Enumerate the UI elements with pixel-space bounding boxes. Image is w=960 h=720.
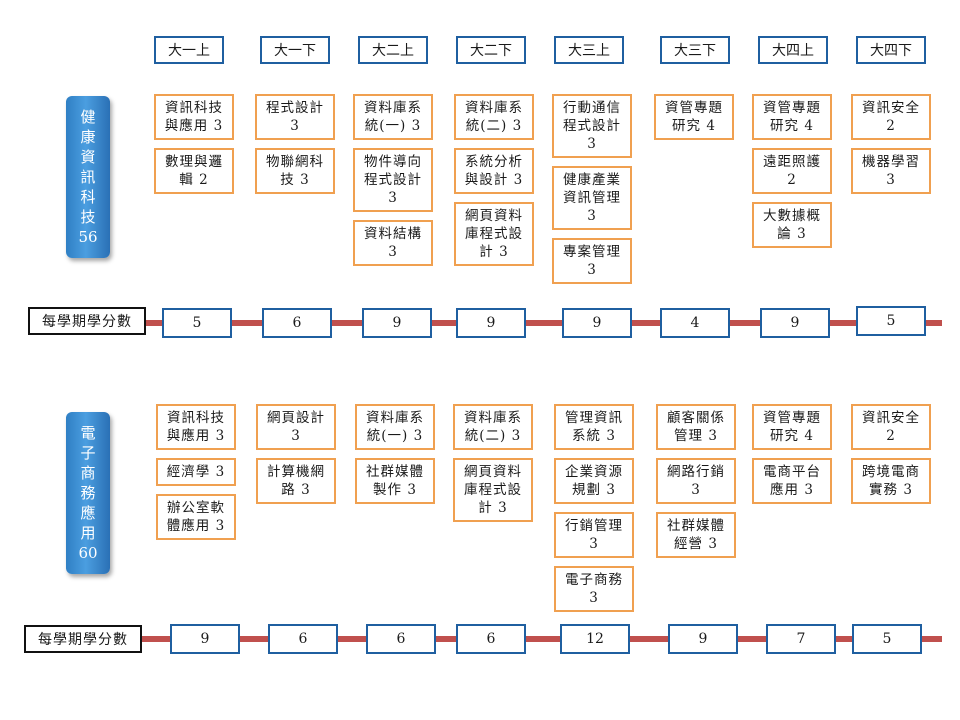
course-column-p1-s6: 資管專題研究 4 [654,94,734,148]
credit-box: 6 [268,624,338,654]
course-box: 電商平台應用 3 [752,458,832,504]
course-column-p2-s8: 資訊安全 2 跨境電商實務 3 [851,404,931,512]
course-box: 系統分析與設計 3 [454,148,534,194]
semester-header-8: 大四下 [856,36,926,64]
course-box: 資料庫系統(一) 3 [355,404,435,450]
course-box: 企業資源規劃 3 [554,458,634,504]
credit-box: 9 [668,624,738,654]
program-name-char: 科 [80,188,96,206]
timeline-rail-2 [110,636,942,642]
credit-box: 5 [162,308,232,338]
program-name-char: 訊 [80,168,96,186]
course-box: 資料結構 3 [353,220,433,266]
course-box: 遠距照護 2 [752,148,832,194]
program-badge-ecommerce: 電 子 商 務 應 用 60 [66,412,110,574]
course-column-p2-s2: 網頁設計 3 計算機網路 3 [256,404,336,512]
program-name-char: 用 [80,524,96,542]
program-name-char: 子 [80,444,96,462]
course-box: 管理資訊系統 3 [554,404,634,450]
course-column-p1-s3: 資料庫系統(一) 3 物件導向程式設計 3 資料結構 3 [353,94,433,274]
timeline-rail-1 [110,320,942,326]
program-name-char: 康 [80,128,96,146]
course-box: 社群媒體製作 3 [355,458,435,504]
course-box: 程式設計 3 [255,94,335,140]
course-box: 資訊安全 2 [851,94,931,140]
semester-header-7: 大四上 [758,36,828,64]
course-column-p1-s5: 行動通信程式設計 3 健康產業資訊管理 3 專案管理 3 [552,94,632,292]
course-box: 資訊科技與應用 3 [154,94,234,140]
course-box: 行銷管理 3 [554,512,634,558]
course-box: 機器學習 3 [851,148,931,194]
course-box: 社群媒體經營 3 [656,512,736,558]
credit-box: 12 [560,624,630,654]
credit-box: 9 [362,308,432,338]
credit-box: 6 [366,624,436,654]
course-box: 網路行銷 3 [656,458,736,504]
course-box: 顧客關係管理 3 [656,404,736,450]
course-column-p2-s5: 管理資訊系統 3 企業資源規劃 3 行銷管理 3 電子商務 3 [554,404,634,620]
course-column-p2-s7: 資管專題研究 4 電商平台應用 3 [752,404,832,512]
course-box: 計算機網路 3 [256,458,336,504]
semester-header-2: 大一下 [260,36,330,64]
program-total-credits: 60 [78,544,98,562]
credit-box: 6 [262,308,332,338]
program-name-char: 技 [80,208,96,226]
course-column-p1-s1: 資訊科技與應用 3 數理與邏輯 2 [154,94,234,202]
course-box: 物聯網科技 3 [255,148,335,194]
course-column-p1-s7: 資管專題研究 4 遠距照護 2 大數據概論 3 [752,94,832,256]
course-box: 經濟學 3 [156,458,236,486]
semester-header-1: 大一上 [154,36,224,64]
course-box: 行動通信程式設計 3 [552,94,632,158]
credit-box: 9 [456,308,526,338]
course-box: 數理與邏輯 2 [154,148,234,194]
course-box: 資訊科技與應用 3 [156,404,236,450]
program-name-char: 商 [80,464,96,482]
course-box: 網頁設計 3 [256,404,336,450]
credit-box: 9 [562,308,632,338]
course-column-p1-s4: 資料庫系統(二) 3 系統分析與設計 3 網頁資料庫程式設計 3 [454,94,534,274]
course-box: 專案管理 3 [552,238,632,284]
course-box: 健康產業資訊管理 3 [552,166,632,230]
course-column-p1-s8: 資訊安全 2 機器學習 3 [851,94,931,202]
program-name-char: 務 [80,484,96,502]
semester-header-3: 大二上 [358,36,428,64]
course-column-p2-s1: 資訊科技與應用 3 經濟學 3 辦公室軟體應用 3 [156,404,236,548]
credits-label-2: 每學期學分數 [24,625,142,653]
course-box: 資訊安全 2 [851,404,931,450]
semester-header-6: 大三下 [660,36,730,64]
credit-box: 9 [760,308,830,338]
course-box: 物件導向程式設計 3 [353,148,433,212]
credit-box: 4 [660,308,730,338]
credit-box: 9 [170,624,240,654]
credit-box: 5 [852,624,922,654]
course-box: 資管專題研究 4 [752,404,832,450]
program-name-char: 資 [80,148,96,166]
course-box: 跨境電商實務 3 [851,458,931,504]
semester-header-5: 大三上 [554,36,624,64]
course-box: 資管專題研究 4 [752,94,832,140]
program-badge-health-it: 健 康 資 訊 科 技 56 [66,96,110,258]
course-box: 資管專題研究 4 [654,94,734,140]
credits-label-1: 每學期學分數 [28,307,146,335]
course-column-p2-s4: 資料庫系統(二) 3 網頁資料庫程式設計 3 [453,404,533,530]
credit-box: 6 [456,624,526,654]
program-name-char: 應 [80,504,96,522]
course-box: 大數據概論 3 [752,202,832,248]
course-column-p2-s3: 資料庫系統(一) 3 社群媒體製作 3 [355,404,435,512]
course-column-p1-s2: 程式設計 3 物聯網科技 3 [255,94,335,202]
course-box: 資料庫系統(一) 3 [353,94,433,140]
course-box: 資料庫系統(二) 3 [453,404,533,450]
course-column-p2-s6: 顧客關係管理 3 網路行銷 3 社群媒體經營 3 [656,404,736,566]
program-name-char: 健 [80,108,96,126]
credit-box: 5 [856,306,926,336]
semester-header-4: 大二下 [456,36,526,64]
program-total-credits: 56 [78,228,98,246]
course-box: 電子商務 3 [554,566,634,612]
credit-box: 7 [766,624,836,654]
course-box: 資料庫系統(二) 3 [454,94,534,140]
course-box: 網頁資料庫程式設計 3 [454,202,534,266]
course-box: 網頁資料庫程式設計 3 [453,458,533,522]
course-box: 辦公室軟體應用 3 [156,494,236,540]
program-name-char: 電 [80,424,96,442]
